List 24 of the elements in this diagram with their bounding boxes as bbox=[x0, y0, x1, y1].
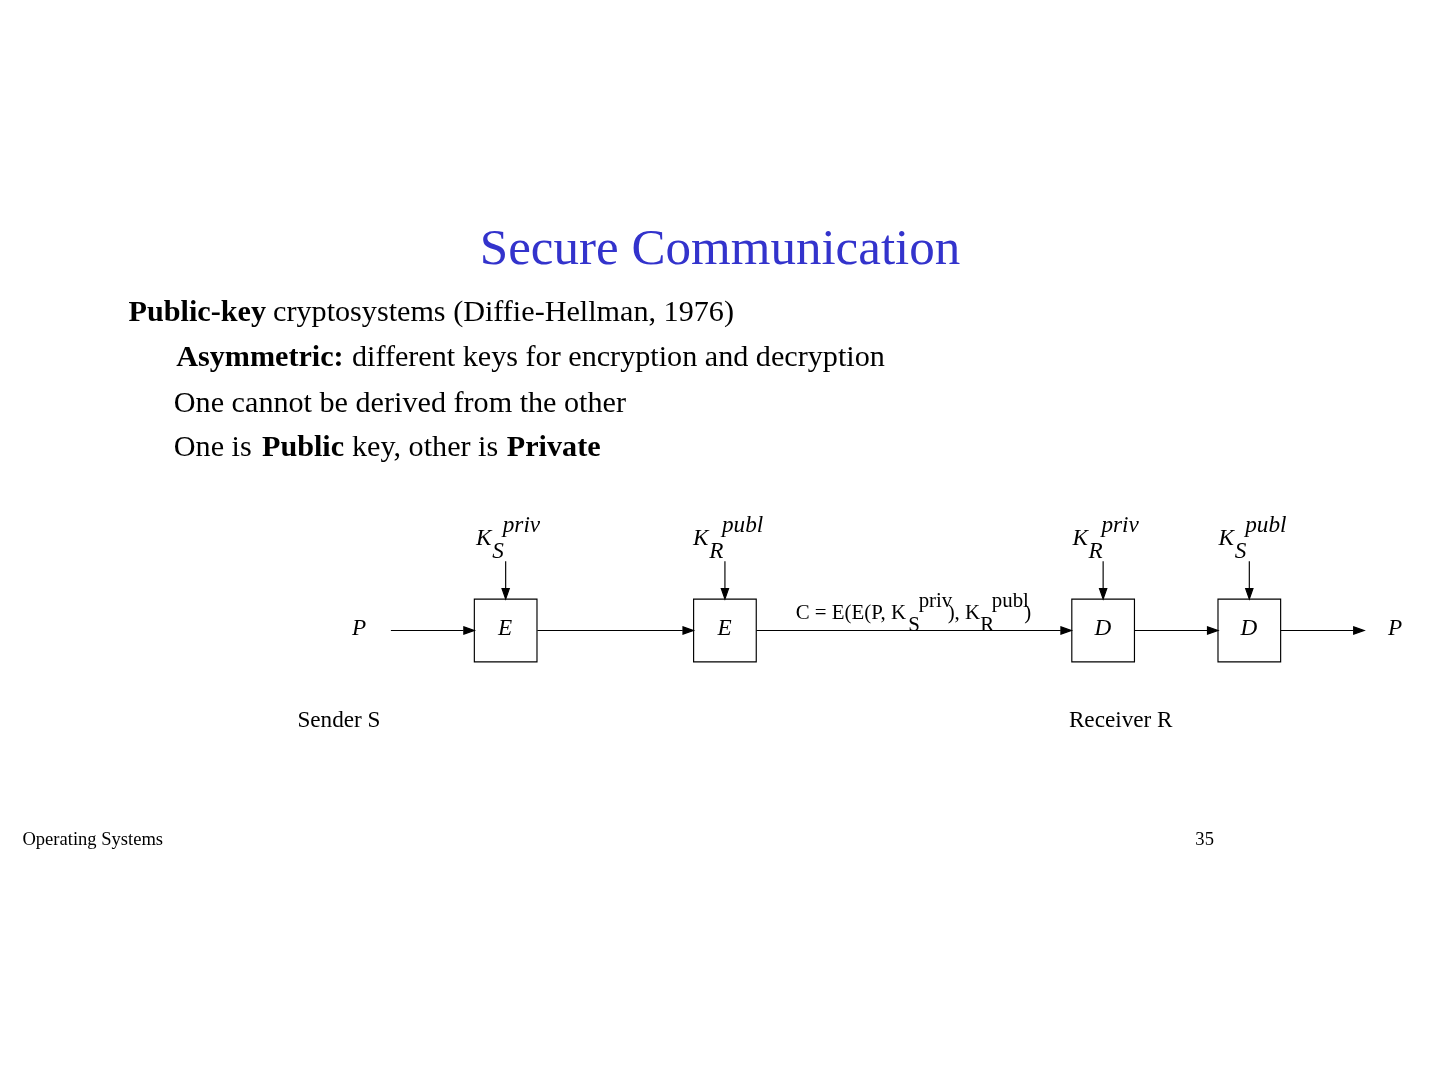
label: Operating Systems bbox=[22, 827, 164, 849]
label: Asymmetric: different keys for encryption and decryption bbox=[176, 338, 885, 373]
label: 35 bbox=[1195, 827, 1214, 849]
label: Public-key cryptosystems (Diffie-Hellman, 1976) bbox=[128, 293, 734, 328]
node-box: E bbox=[693, 598, 757, 663]
node-box: D bbox=[1217, 598, 1282, 663]
label: One is Public key, other is Private bbox=[173, 429, 601, 464]
arrow bbox=[1133, 626, 1220, 635]
node-box: E bbox=[473, 598, 538, 663]
arrow bbox=[1098, 560, 1108, 601]
arrow bbox=[536, 626, 696, 635]
node-box: D bbox=[1071, 598, 1136, 663]
arrow bbox=[1244, 560, 1254, 601]
label: Receiver R bbox=[1068, 705, 1173, 732]
arrow bbox=[1280, 626, 1366, 635]
arrow bbox=[720, 560, 730, 601]
node-text: P bbox=[1387, 614, 1403, 641]
label: One cannot be derived from the other bbox=[173, 385, 627, 420]
arrow bbox=[755, 626, 1074, 635]
node-text: P bbox=[351, 614, 367, 641]
label: Sender S bbox=[297, 705, 381, 732]
arrow bbox=[501, 560, 511, 601]
diagram-title: Secure Communication bbox=[479, 219, 961, 276]
arrow bbox=[390, 626, 477, 635]
